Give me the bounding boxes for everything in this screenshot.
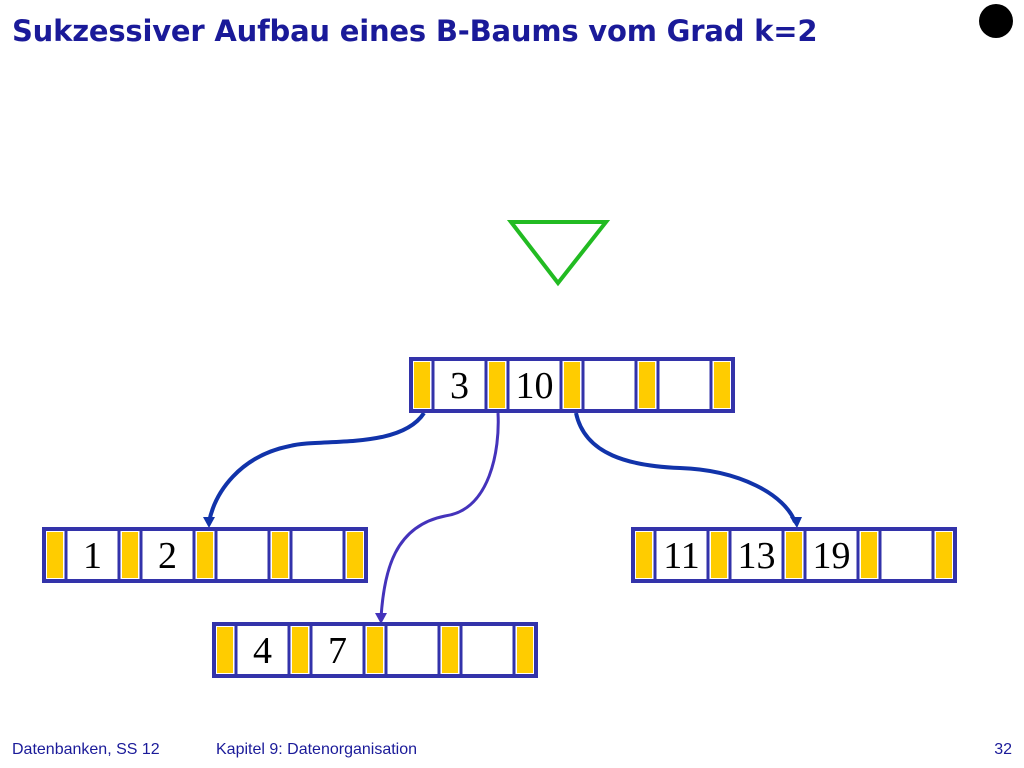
pointer-slot — [272, 532, 288, 578]
root-node: 3 10 — [409, 357, 735, 413]
pointer-slot — [217, 627, 233, 673]
pointer-slot — [197, 532, 213, 578]
pointer-slot — [489, 362, 505, 408]
pointer-slot — [639, 362, 655, 408]
pointer-slot — [414, 362, 430, 408]
node-key: 11 — [663, 535, 700, 577]
pointer-slot — [442, 627, 458, 673]
footer-course: Datenbanken, SS 12 — [12, 741, 160, 758]
pointer-slot — [636, 532, 652, 578]
node-key: 19 — [813, 535, 851, 577]
leaf-node-right: 11 13 19 — [631, 527, 957, 583]
arrowhead-right — [790, 517, 802, 528]
pointer-slot — [711, 532, 727, 578]
bullet-icon — [979, 4, 1013, 38]
pointer-slot — [47, 532, 63, 578]
pointer-slot — [861, 532, 877, 578]
node-key: 7 — [328, 630, 347, 672]
edge-root-to-middle — [379, 412, 500, 619]
node-key: 2 — [158, 535, 177, 577]
pointer-slot — [936, 532, 952, 578]
pointer-slot — [517, 627, 533, 673]
node-key: 3 — [450, 365, 469, 407]
page-number: 32 — [994, 741, 1012, 758]
edge-root-to-right — [574, 412, 797, 523]
slide-title: Sukzessiver Aufbau eines B-Baums vom Gra… — [12, 14, 818, 48]
pointer-slot — [786, 532, 802, 578]
edge-root-to-left — [207, 411, 426, 523]
pointer-slot — [564, 362, 580, 408]
arrowhead-middle — [375, 613, 387, 624]
pointer-slot — [714, 362, 730, 408]
node-key: 1 — [83, 535, 102, 577]
node-key: 10 — [516, 365, 554, 407]
pointer-slot — [292, 627, 308, 673]
insertion-marker-icon — [506, 220, 611, 287]
pointer-slot — [367, 627, 383, 673]
arrowhead-left — [203, 517, 215, 528]
pointer-slot — [347, 532, 363, 578]
node-key: 4 — [253, 630, 272, 672]
pointer-slot — [122, 532, 138, 578]
node-key: 13 — [738, 535, 776, 577]
footer-chapter: Kapitel 9: Datenorganisation — [216, 741, 418, 758]
